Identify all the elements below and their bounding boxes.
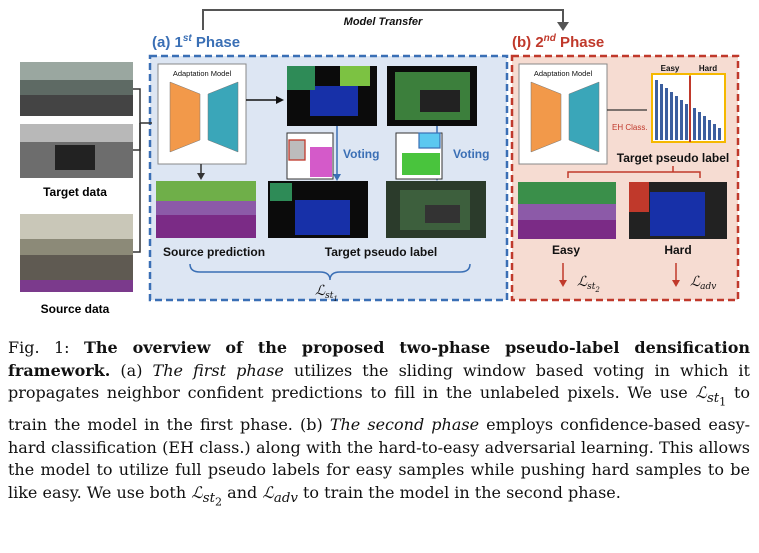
model-transfer-arrow xyxy=(202,9,569,31)
pseudo-label-noisy-image xyxy=(387,66,477,126)
target-pseudo-label-image-1 xyxy=(268,181,368,238)
caption-loss-st1: ℒst1 xyxy=(695,383,727,409)
voting-grid-2 xyxy=(395,132,443,180)
adaptation-model-label-2: Adaptation Model xyxy=(534,69,593,78)
target-data-images xyxy=(20,62,133,178)
caption-text: to train the model in the first phase. (… xyxy=(8,383,750,435)
phase2-title: (b) 2nd Phase xyxy=(512,33,604,51)
source-data-image xyxy=(20,214,133,292)
brace-st1 xyxy=(189,263,471,281)
source-prediction-image xyxy=(156,181,256,238)
caption-loss-st2: ℒst2 xyxy=(191,482,223,509)
framework-figure: Model Transfer (a) 1st Phase (b) 2nd Pha… xyxy=(20,9,740,316)
model-transfer-label: Model Transfer xyxy=(344,16,423,28)
input-arrows xyxy=(133,88,152,253)
caption-text: employs confidence-based easy-hard class… xyxy=(8,415,751,502)
target-pseudo-label-2: Target pseudo label xyxy=(617,151,729,165)
easy-label: Easy xyxy=(552,243,580,257)
caption-loss-adv: ℒadv xyxy=(262,482,298,507)
hard-label: Hard xyxy=(664,243,691,257)
target-prediction-image xyxy=(287,66,377,126)
source-data-label: Source data xyxy=(41,302,110,316)
hard-top-label: Hard xyxy=(699,64,717,73)
easy-top-label: Easy xyxy=(661,64,680,73)
caption-text: and xyxy=(227,482,258,502)
hard-image xyxy=(629,182,727,239)
caption-text: utilizes the sliding window based voting… xyxy=(8,360,750,403)
caption-text: to train the model in the second phase. xyxy=(303,482,621,502)
caption-text: (a) xyxy=(120,360,143,380)
caption-fig-label: Fig. 1: xyxy=(8,338,70,357)
decoder-shape-1 xyxy=(207,81,239,153)
encoder-shape-1 xyxy=(169,81,201,153)
voting-grid-1 xyxy=(286,132,334,180)
voting-label-2: Voting xyxy=(453,147,489,161)
caption-text: The second phase xyxy=(329,415,480,435)
figure-caption: Fig. 1: The overview of the proposed two… xyxy=(8,337,750,514)
voting-label-1: Voting xyxy=(343,147,379,161)
eh-class-label: EH Class. xyxy=(612,123,648,132)
adaptation-model-label-1: Adaptation Model xyxy=(173,69,232,78)
phase1-title: (a) 1st Phase xyxy=(152,33,240,51)
target-data-label: Target data xyxy=(43,185,107,199)
source-prediction-label: Source prediction xyxy=(163,245,265,259)
decoder-shape-2 xyxy=(568,81,600,153)
target-pseudo-label-image-2 xyxy=(386,181,486,238)
easy-image xyxy=(518,182,616,239)
caption-text: The first phase xyxy=(152,360,284,380)
encoder-shape-2 xyxy=(530,81,562,153)
eh-class-chart: Easy Hard xyxy=(651,64,726,143)
target-pseudo-label-1: Target pseudo label xyxy=(325,245,437,259)
caption-title: The overview of the proposed two-phase p… xyxy=(8,338,750,380)
